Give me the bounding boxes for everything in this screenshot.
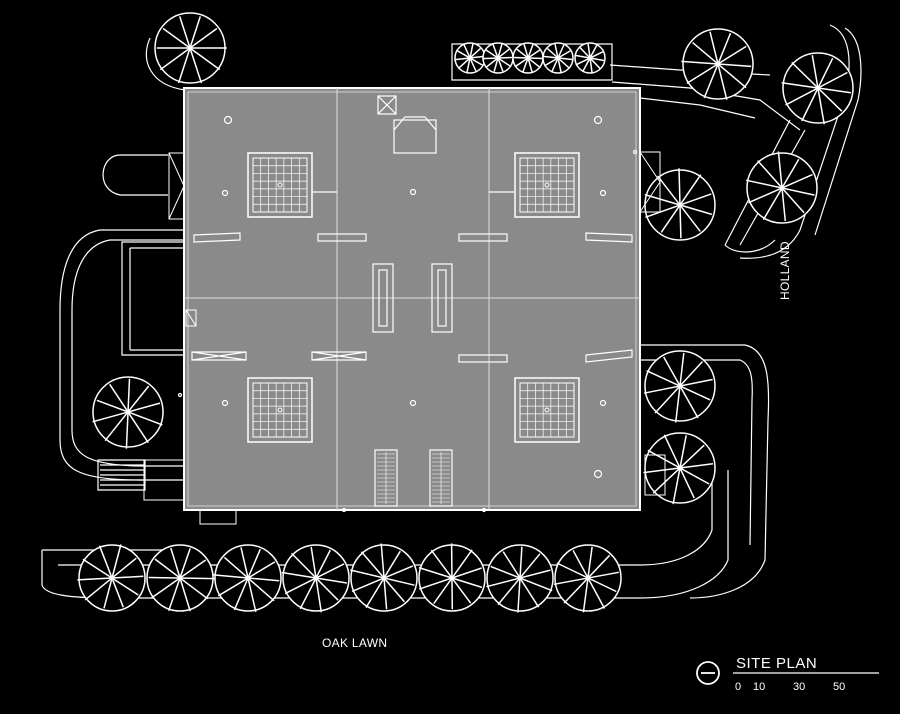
tree-symbol-icon <box>681 28 754 100</box>
tree-symbol-icon <box>542 42 574 74</box>
tree-symbol-icon <box>781 52 854 125</box>
tree-symbol-icon <box>643 432 716 505</box>
grate-shaft <box>377 452 395 504</box>
tree-symbol-icon <box>213 544 282 612</box>
skylight-icon <box>247 377 313 443</box>
roof-features <box>177 95 638 513</box>
skylight-icon <box>514 152 580 218</box>
tree-symbol-icon <box>92 376 164 449</box>
tree-symbol-icon <box>486 544 554 613</box>
title-block: SITE PLAN 0 10 30 50 <box>693 652 883 702</box>
tree-symbol-icon <box>146 544 215 612</box>
tree-symbols <box>77 12 854 613</box>
tree-symbol-icon <box>154 12 227 84</box>
tree-symbol-icon <box>574 42 606 74</box>
tree-symbol-icon <box>482 42 514 74</box>
tree-symbol-icon <box>77 544 146 612</box>
street-label-oak-lawn: OAK LAWN <box>322 636 388 650</box>
grate-shaft <box>432 452 450 504</box>
tree-symbol-icon <box>512 42 544 74</box>
scale-label-10: 10 <box>753 681 766 693</box>
scale-label-0: 0 <box>735 681 742 693</box>
north-arrow-icon <box>696 661 879 685</box>
tree-symbol-icon <box>553 544 622 613</box>
skylight-icon <box>247 152 313 218</box>
tree-symbol-icon <box>418 543 486 612</box>
plan-title: SITE PLAN <box>736 655 818 672</box>
tree-symbol-icon <box>644 168 716 241</box>
tree-symbol-icon <box>281 544 350 613</box>
tree-symbol-icon <box>745 151 818 224</box>
skylights <box>247 152 580 504</box>
street-label-holland: HOLLAND <box>778 241 792 300</box>
tree-symbol-icon <box>350 543 418 612</box>
skylight-icon <box>514 377 580 443</box>
scale-label-50: 50 <box>833 681 846 693</box>
scale-label-30: 30 <box>793 681 806 693</box>
tree-symbol-icon <box>454 42 486 74</box>
tree-symbol-icon <box>643 350 716 423</box>
